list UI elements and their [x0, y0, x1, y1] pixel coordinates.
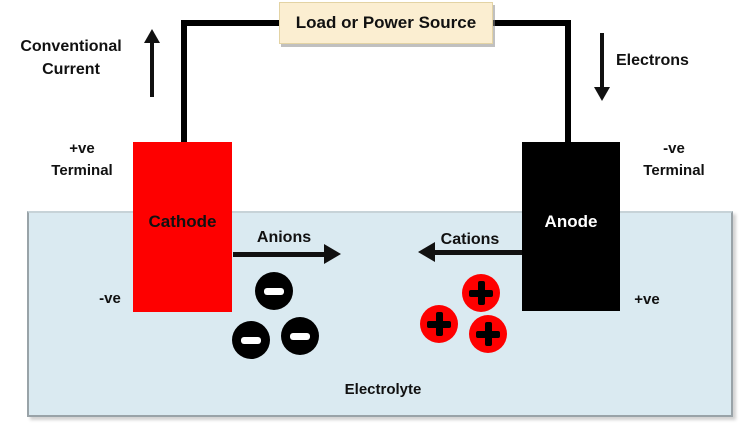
- anion-icon: [281, 317, 319, 355]
- electrolyte-label: Electrolyte: [344, 381, 422, 398]
- cation-icon: [469, 315, 507, 353]
- plus-icon: [436, 312, 443, 336]
- arrow-head-left: [418, 242, 435, 262]
- electrons-label: Electrons: [616, 52, 689, 69]
- cathode-electrode: Cathode: [133, 142, 232, 312]
- anion-icon: [255, 272, 293, 310]
- negative-terminal-label: -ve Terminal: [618, 138, 730, 182]
- cathode-polarity-label: -ve: [99, 290, 121, 307]
- negative-terminal-line2: Terminal: [643, 161, 705, 179]
- anode-polarity-label: +ve: [634, 291, 660, 308]
- wire-left-vertical: [181, 20, 187, 144]
- arrow-head-down: [594, 87, 610, 101]
- electrons-down-arrow-icon: [594, 33, 610, 101]
- load-box-label: Load or Power Source: [295, 13, 477, 32]
- conventional-current-up-arrow-icon: [144, 29, 160, 97]
- plus-icon: [478, 281, 485, 305]
- anions-label: Anions: [256, 229, 312, 246]
- conventional-current-line1: Conventional: [20, 38, 122, 55]
- cation-icon: [462, 274, 500, 312]
- minus-icon: [264, 288, 284, 295]
- arrow-shaft: [600, 33, 604, 87]
- cathode-label: Cathode: [148, 212, 217, 231]
- arrow-head-up: [144, 29, 160, 43]
- anode-electrode: Anode: [522, 142, 620, 311]
- load-or-power-source-box: Load or Power Source: [279, 2, 493, 44]
- cations-left-arrow-icon: [418, 242, 522, 262]
- wire-left-horizontal: [181, 20, 281, 26]
- plus-icon: [485, 322, 492, 346]
- arrow-shaft: [233, 252, 324, 257]
- cations-label: Cations: [440, 231, 500, 248]
- minus-icon: [241, 337, 261, 344]
- wire-right-horizontal: [489, 20, 571, 26]
- cation-icon: [420, 305, 458, 343]
- arrow-shaft: [150, 43, 154, 97]
- positive-terminal-line1: +ve: [69, 140, 95, 157]
- arrow-shaft: [434, 250, 522, 255]
- positive-terminal-line2: Terminal: [51, 161, 113, 179]
- conventional-current-label: Conventional Current: [5, 35, 137, 81]
- arrow-head-right: [324, 244, 341, 264]
- minus-icon: [290, 333, 310, 340]
- anion-icon: [232, 321, 270, 359]
- positive-terminal-label: +ve Terminal: [28, 138, 136, 182]
- conventional-current-line2: Current: [42, 61, 100, 79]
- wire-right-vertical: [565, 20, 571, 144]
- negative-terminal-line1: -ve: [663, 140, 685, 157]
- anode-label: Anode: [544, 212, 598, 231]
- anions-right-arrow-icon: [233, 244, 341, 264]
